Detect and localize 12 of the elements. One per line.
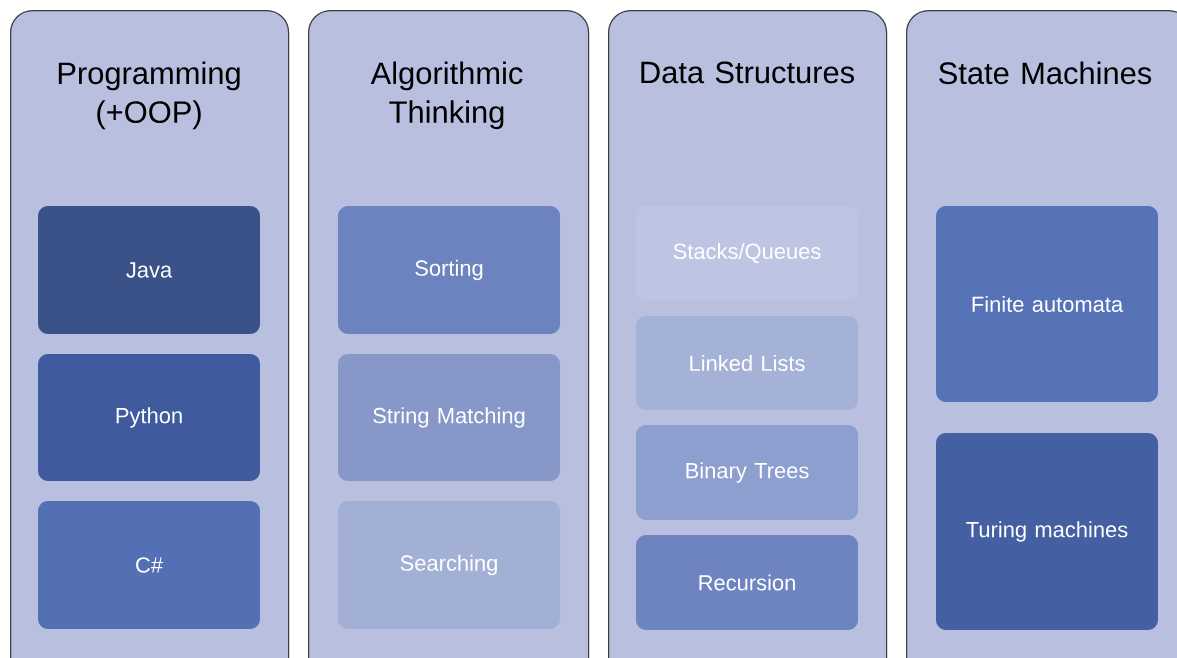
topic-box: Binary Trees [636, 425, 858, 520]
topic-box: Sorting [338, 206, 560, 334]
topic-box: Recursion [636, 535, 858, 630]
topic-box: Java [38, 206, 260, 334]
topic-box: String Matching [338, 354, 560, 481]
topic-box: C# [38, 501, 260, 629]
topic-box: Linked Lists [636, 316, 858, 410]
topic-box: Turing machines [936, 433, 1158, 630]
topic-box: Finite automata [936, 206, 1158, 402]
topic-box: Stacks/Queues [636, 206, 858, 300]
topic-box: Python [38, 354, 260, 481]
topic-box: Searching [338, 501, 560, 629]
